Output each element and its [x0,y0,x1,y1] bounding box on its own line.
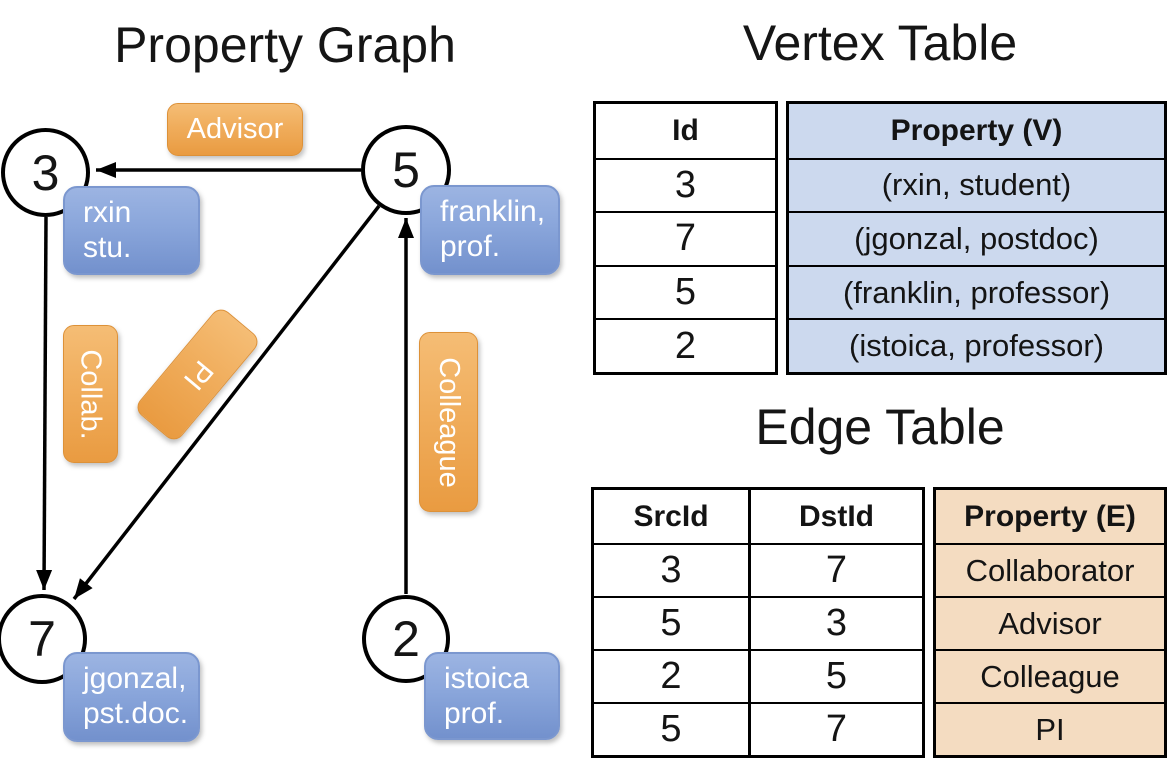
edge-table-id-columns: SrcId DstId 3 7 5 3 2 5 5 7 [591,487,925,758]
table-cell: 7 [748,702,922,755]
table-cell: 2 [596,318,775,372]
vertex-node-5: 5 [361,125,451,215]
vertex-id: 5 [392,142,420,198]
vertex-table-header-property: Property (V) [789,104,1164,158]
vertex-table-title: Vertex Table [742,15,1018,71]
edge-table: SrcId DstId 3 7 5 3 2 5 5 7 Property (E)… [591,487,1167,758]
table-cell: 5 [748,649,922,702]
edge-table-header-srcid: SrcId [633,499,709,533]
edge-table-title: Edge Table [755,399,1005,455]
edge-table-property-column: Property (E) Collaborator Advisor Collea… [933,487,1167,758]
vertex-property-box-5: franklin, prof. [420,185,560,275]
vertex-id: 2 [392,611,420,667]
edge-table-header-property: Property (E) [936,490,1164,543]
edge-pi-line [72,204,381,601]
vertex-property-line: jgonzal, [83,662,187,695]
table-cell: 5 [594,596,748,649]
vertex-property-line: istoica [444,662,530,695]
table-cell: (istoica, professor) [789,318,1164,372]
edge-collab-line [36,216,53,591]
table-cell: 5 [594,702,748,755]
vertex-property-box-3: rxin stu. [63,186,200,275]
table-cell: 3 [594,543,748,596]
edge-label-text: PI [176,354,219,396]
vertex-property-line: stu. [83,231,132,264]
edge-label-text: Colleague [433,356,466,488]
table-cell: 5 [596,264,775,319]
table-cell: Collaborator [936,543,1164,596]
edge-label-colleague: Colleague [419,332,478,512]
table-cell: Advisor [936,596,1164,649]
table-cell: 7 [748,543,922,596]
table-cell: (jgonzal, postdoc) [789,211,1164,265]
edge-label-text: Advisor [186,113,284,145]
vertex-property-line: prof. [444,697,505,730]
table-cell: (rxin, student) [789,157,1164,212]
vertex-id: 7 [28,611,56,667]
table-cell: Colleague [936,649,1164,702]
edge-label-advisor: Advisor [167,103,303,156]
table-cell: 3 [748,596,922,649]
table-cell: 7 [596,211,775,265]
table-cell: (franklin, professor) [789,264,1164,319]
vertex-property-line: pst.doc. [83,697,189,730]
vertex-node-2: 2 [362,595,450,683]
property-graph-title: Property Graph [114,17,456,73]
vertex-property-line: franklin, [440,195,546,228]
graph-edges [36,162,414,601]
vertex-property-box-2: istoica prof. [424,652,560,740]
vertex-property-line: rxin [83,196,132,229]
edge-label-collab: Collab. [63,325,118,463]
vertex-property-line: prof. [440,230,501,263]
table-cell: 2 [594,649,748,702]
vertex-id: 3 [31,144,60,201]
edge-label-text: Collab. [75,348,107,440]
vertex-table-property-column: Property (V) (rxin, student) (jgonzal, p… [786,101,1167,375]
table-cell: PI [936,702,1164,755]
vertex-table-header-id: Id [672,113,699,147]
vertex-property-box-7: jgonzal, pst.doc. [63,652,200,742]
vertex-table: Id 3 7 5 2 Property (V) (rxin, student) … [593,101,1167,375]
table-cell: 3 [596,157,775,212]
vertex-table-id-column: Id 3 7 5 2 [593,101,778,375]
edge-table-header-dstid: DstId [748,490,922,543]
